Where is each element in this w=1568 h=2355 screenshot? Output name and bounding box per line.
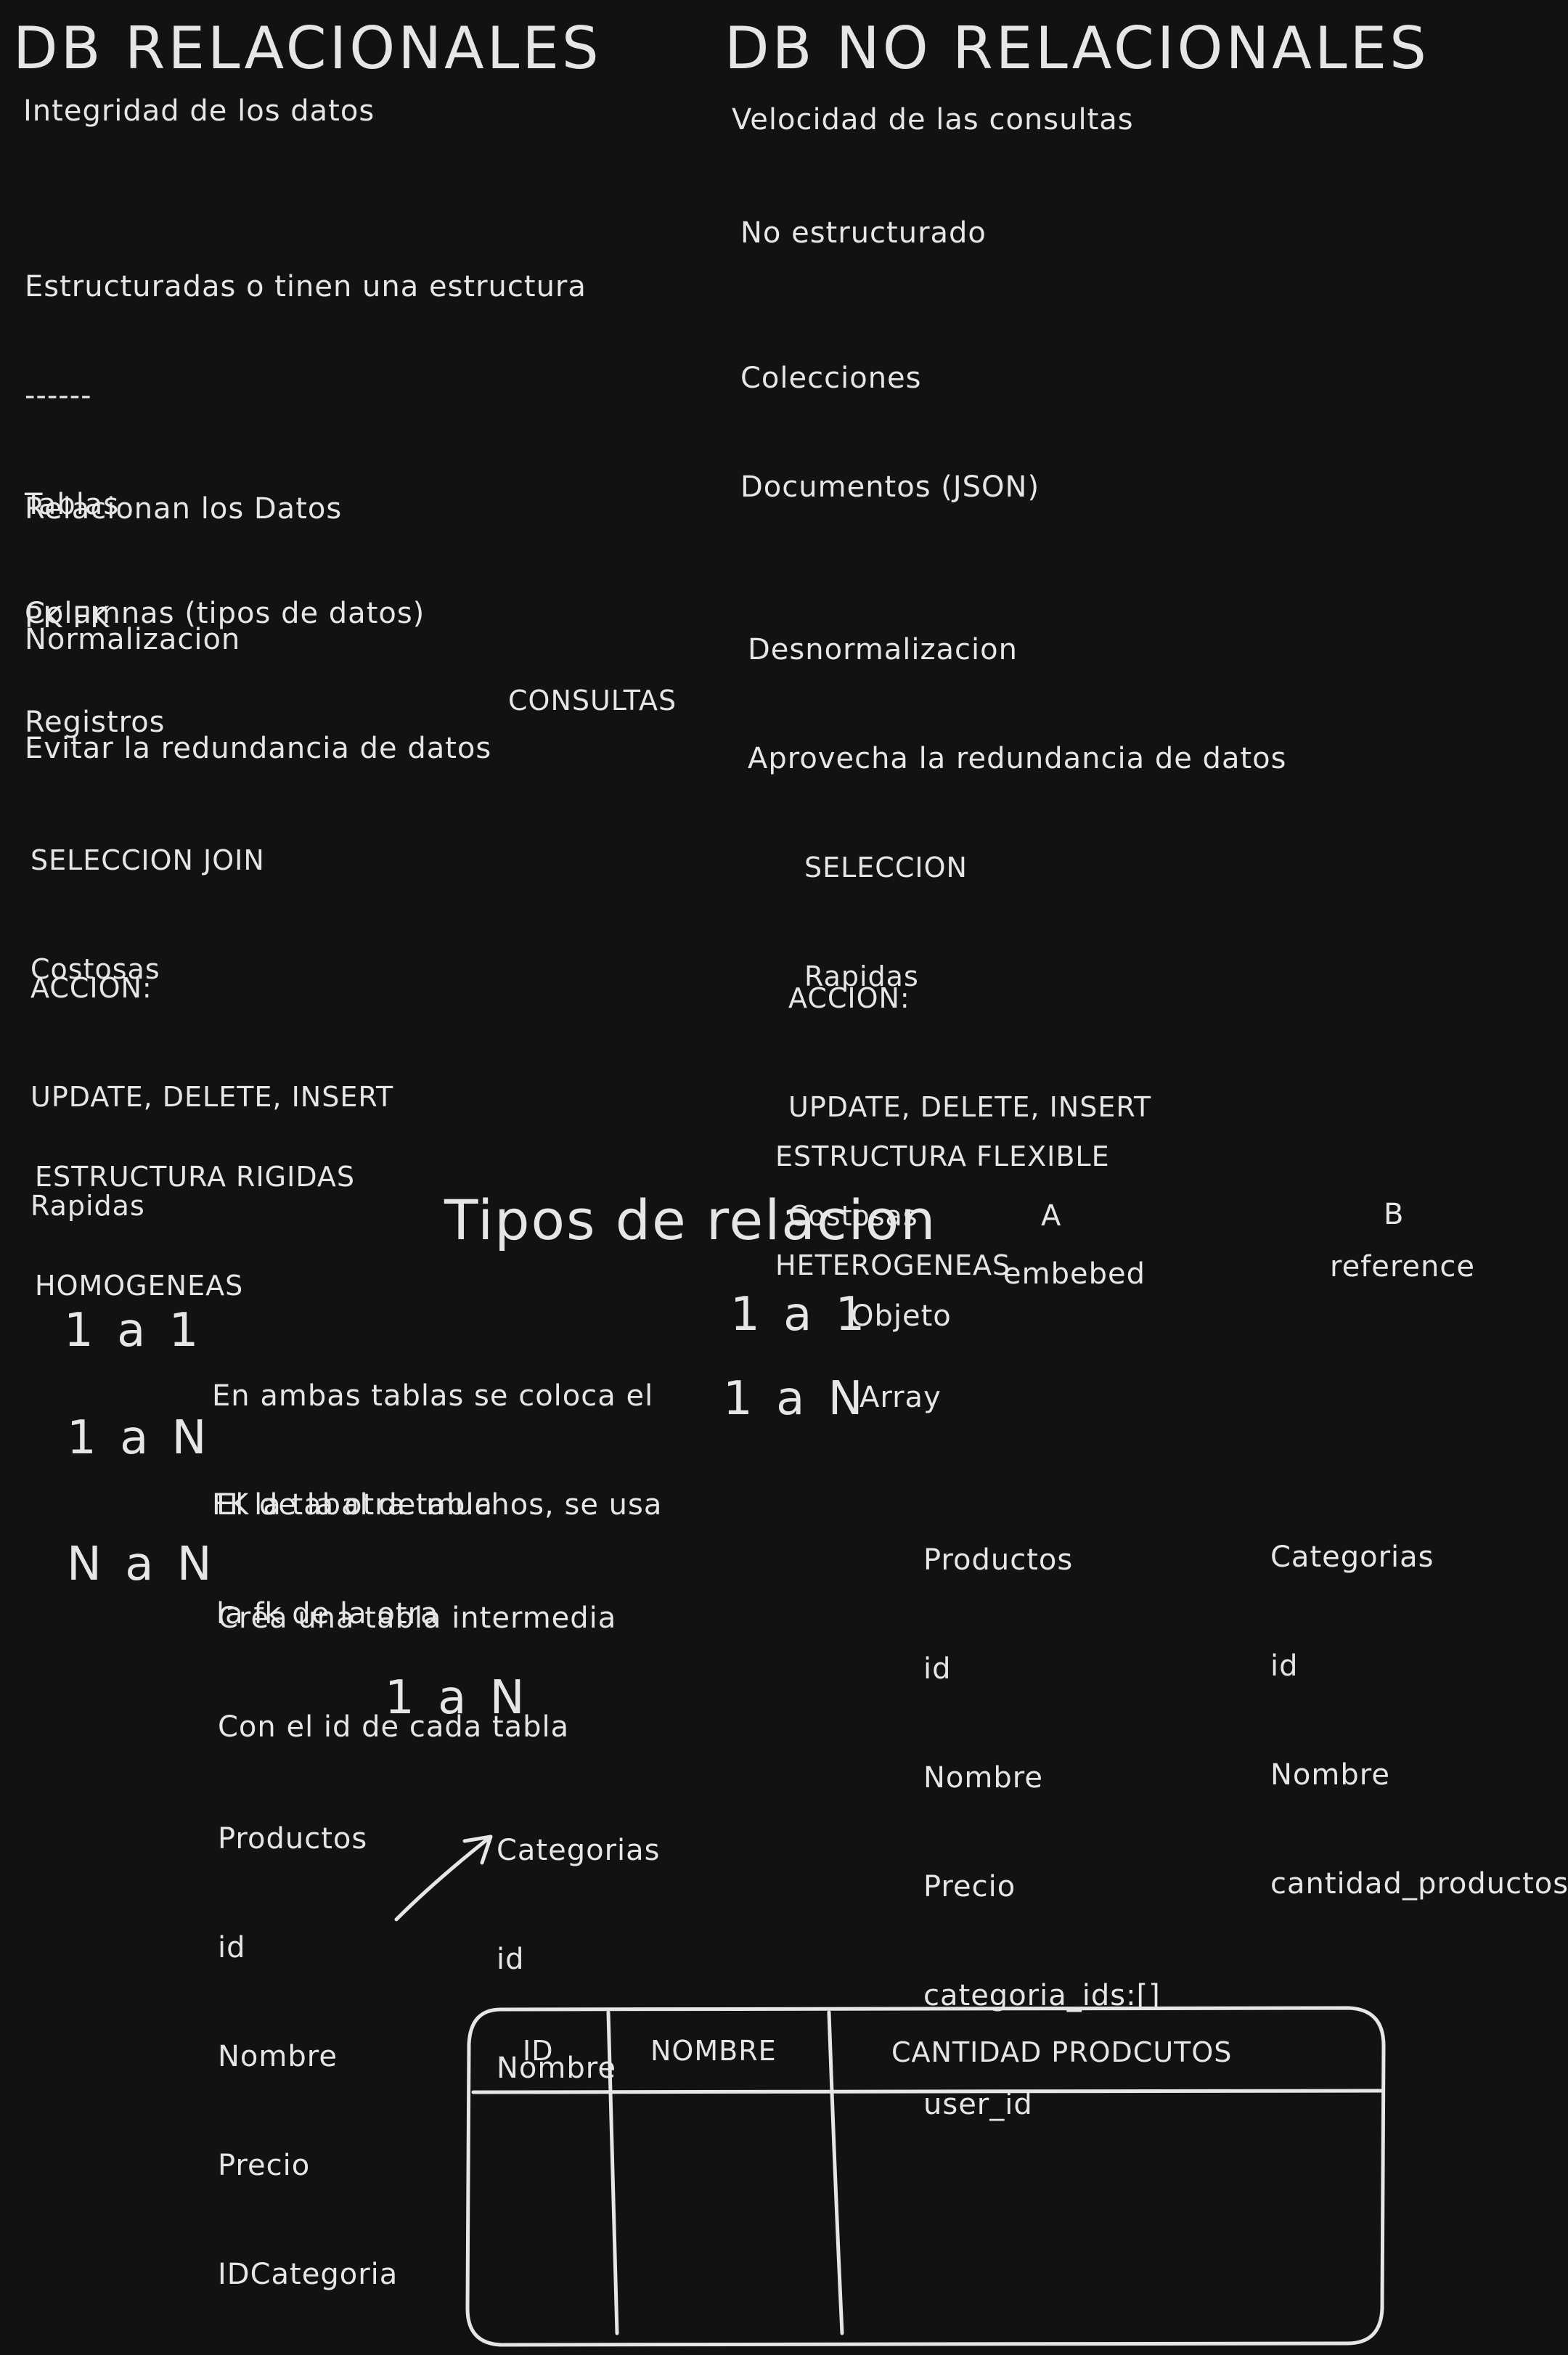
fk-arrow — [394, 1834, 493, 1922]
label-a-sub: embebed — [1003, 1257, 1146, 1291]
tipos-title: Tipos de relacion — [444, 1188, 937, 1252]
ejemplo-productos-line: id — [218, 1931, 246, 1964]
table-header-cell: NOMBRE — [650, 2035, 777, 2067]
no-estructurado-text: No estructurado — [740, 216, 987, 250]
table-header-divider — [471, 2089, 1384, 2094]
nr-1a1-label: 1 a 1 — [730, 1288, 870, 1342]
desnormalizacion-block: Desnormalizacion Aprovecha la redundanci… — [748, 559, 1286, 813]
rel-NaN-label: N a N — [67, 1538, 216, 1591]
relacionan-block: Relacionan los Datos PK FK — [25, 418, 342, 672]
label-a: A — [1041, 1199, 1062, 1233]
estructura-block: Estructuradas o tinen una estructura ---… — [25, 196, 587, 777]
rel-1a1-desc: En ambas tablas se coloca el FK de la ot… — [212, 1305, 653, 1559]
rel-NaN-desc-line: Con el id de cada tabla — [218, 1710, 570, 1744]
nr-accion-line: ACCION: — [788, 982, 910, 1014]
normalizacion-block: Normalizacion Evitar la redundancia de d… — [25, 549, 491, 803]
estructura-line: Tablas — [25, 488, 120, 521]
ejemplo-categorias-line: id — [497, 1943, 525, 1976]
rel-estructura-tipo-block: ESTRUCTURA RIGIDAS HOMOGENEAS — [35, 1086, 355, 1340]
rel-1a1-desc-line: En ambas tablas se coloca el — [212, 1379, 654, 1413]
colecciones-line: Documentos (JSON) — [740, 470, 1040, 504]
nr-categorias-block: Categorias id Nombre cantidad_productos — [1270, 1466, 1568, 1938]
table-col-divider — [606, 2010, 619, 2335]
table-header-cell: ID — [523, 2035, 554, 2067]
relacionan-line: Relacionan los Datos — [25, 492, 343, 526]
nr-productos-line: Nombre — [923, 1761, 1043, 1795]
nr-1aN-desc: Array — [859, 1381, 942, 1414]
rel-accion-block: ACCION: UPDATE, DELETE, INSERT Rapidas — [30, 897, 393, 1260]
nr-productos-line: Productos — [923, 1543, 1074, 1577]
nr-seleccion-line: Rapidas — [804, 960, 919, 992]
relacionales-title: DB RELACIONALES — [13, 15, 602, 82]
rel-1aN-desc-line: El la tabal de muchos, se usa — [216, 1488, 663, 1522]
table-header-cell: CANTIDAD PRODCUTOS — [891, 2036, 1233, 2068]
rel-seleccion-block: SELECCION JOIN Costosas — [30, 770, 265, 1024]
ejemplo-productos-block: Productos id Nombre Precio IDCategoria — [218, 1748, 398, 2329]
rel-estructura-tipo-line: HOMOGENEAS — [35, 1270, 244, 1302]
nr-seleccion-line: SELECCION — [804, 852, 968, 883]
nr-seleccion-block: SELECCION Rapidas — [804, 777, 968, 1031]
relacionan-line: PK FK — [25, 601, 110, 634]
rel-accion-line: UPDATE, DELETE, INSERT — [30, 1081, 394, 1113]
table-sketch — [465, 2006, 1386, 2347]
rel-seleccion-line: SELECCION JOIN — [30, 844, 265, 876]
nr-categorias-line: id — [1270, 1649, 1299, 1683]
rel-estructura-tipo-line: ESTRUCTURA RIGIDAS — [35, 1161, 356, 1193]
nr-categorias-line: Categorias — [1270, 1540, 1434, 1574]
rel-NaN-desc: Crea una tabla intermedia Con el id de c… — [218, 1527, 616, 1781]
rel-1aN-label: 1 a N — [67, 1411, 211, 1465]
table-col-divider — [827, 2010, 844, 2335]
nr-estructura-tipo-line: HETEROGENEAS — [775, 1249, 1011, 1281]
ejemplo-categorias-line: Nombre — [497, 2052, 616, 2085]
colecciones-line: Colecciones — [740, 362, 922, 395]
rel-seleccion-line: Costosas — [30, 953, 160, 985]
estructura-line: Columnas (tipos de datos) — [25, 597, 425, 630]
label-b-sub: reference — [1330, 1250, 1475, 1283]
nr-1aN-label: 1 a N — [723, 1372, 867, 1426]
no-relacionales-title: DB NO RELACIONALES — [724, 15, 1429, 82]
colecciones-block: Colecciones Documentos (JSON) — [740, 287, 1040, 542]
ejemplo-categorias-block: Categorias id Nombre — [497, 1760, 661, 2123]
nr-categorias-line: cantidad_productos — [1270, 1867, 1568, 1901]
nr-productos-line: Precio — [923, 1870, 1016, 1903]
nr-accion-block: ACCION: UPDATE, DELETE, INSERT Costosas — [788, 907, 1151, 1270]
rel-NaN-desc-line: Crea una tabla intermedia — [218, 1601, 617, 1635]
estructura-line: Registros — [25, 706, 166, 739]
nr-categorias-line: Nombre — [1270, 1758, 1390, 1792]
rel-accion-line: ACCION: — [30, 972, 152, 1004]
ejemplo-productos-line: Nombre — [218, 2040, 338, 2073]
nr-productos-line: id — [923, 1652, 952, 1686]
velocidad-text: Velocidad de las consultas — [732, 103, 1134, 136]
consultas-heading: CONSULTAS — [508, 685, 677, 717]
label-b: B — [1384, 1198, 1405, 1231]
nr-estructura-tipo-block: ESTRUCTURA FLEXIBLE HETEROGENEAS — [775, 1066, 1110, 1320]
ejemplo-categorias-line: Categorias — [497, 1834, 661, 1867]
ejemplo-productos-line: Productos — [218, 1822, 368, 1856]
ejemplo-title: 1 a N — [385, 1671, 529, 1725]
rel-accion-line: Rapidas — [30, 1190, 145, 1222]
normalizacion-line: Normalizacion — [25, 623, 241, 656]
rel-1a1-desc-line: FK de la otra tabla — [212, 1488, 494, 1522]
normalizacion-line: Evitar la redundancia de datos — [25, 732, 492, 765]
integridad-text: Integridad de los datos — [23, 94, 375, 128]
ejemplo-productos-line: Precio — [218, 2149, 311, 2182]
nr-accion-line: Costosas — [788, 1200, 918, 1232]
estructura-line: ------ — [25, 379, 92, 412]
nr-1a1-desc: Objeto — [851, 1299, 952, 1333]
rel-1a1-label: 1 a 1 — [64, 1304, 203, 1358]
ejemplo-productos-line: IDCategoria — [218, 2258, 399, 2291]
nr-productos-line: user_id — [923, 2088, 1033, 2121]
desnormalizacion-line: Desnormalizacion — [748, 633, 1018, 666]
rel-1aN-desc: El la tabal de muchos, se usa la fk de l… — [216, 1414, 662, 1668]
table-outline — [465, 2006, 1386, 2347]
rel-1aN-desc-line: la fk de la otra — [216, 1597, 439, 1630]
nr-accion-line: UPDATE, DELETE, INSERT — [788, 1091, 1152, 1123]
desnormalizacion-line: Aprovecha la redundancia de datos — [748, 742, 1287, 775]
estructura-line: Estructuradas o tinen una estructura — [25, 270, 587, 303]
nr-estructura-tipo-line: ESTRUCTURA FLEXIBLE — [775, 1140, 1110, 1172]
